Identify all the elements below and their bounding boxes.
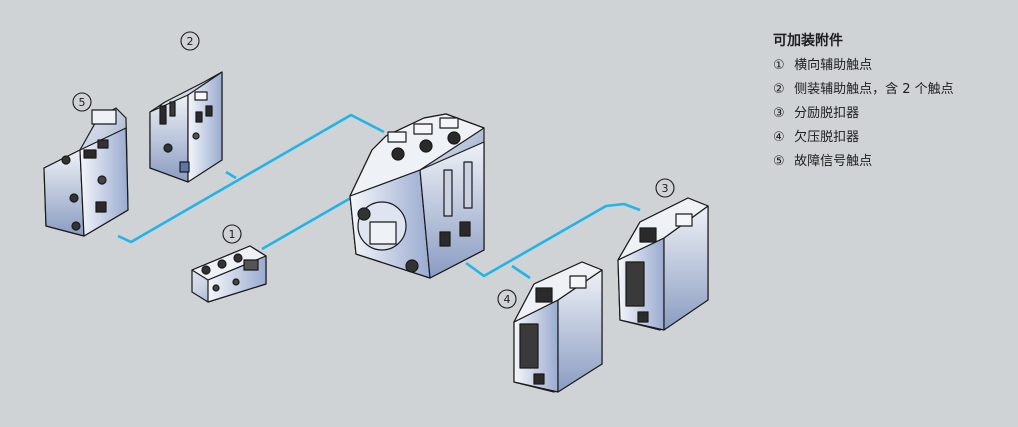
callout-1-label: 1 <box>229 228 236 241</box>
connector-line-3-4 <box>465 202 641 278</box>
legend-item-label: 故障信号触点 <box>794 154 873 169</box>
legend: 可加装附件 ① 横向辅助触点 ② 侧装辅助触点，含 2 个触点 ③ 分励脱扣器 … <box>773 30 954 174</box>
legend-item-number: ① <box>773 58 785 73</box>
undervoltage-release-device <box>513 261 603 393</box>
legend-item-number: ③ <box>773 106 785 121</box>
legend-title: 可加装附件 <box>773 33 843 49</box>
legend-item: ② 侧装辅助触点，含 2 个触点 <box>773 78 954 102</box>
callout-1: 1 <box>222 224 242 244</box>
shunt-trip-device <box>617 197 709 331</box>
callout-4-label: 4 <box>504 293 511 306</box>
legend-item: ① 横向辅助触点 <box>773 54 954 78</box>
legend-item-number: ② <box>773 82 785 97</box>
callout-3-label: 3 <box>662 182 669 195</box>
connector-line-2-5 <box>117 113 385 244</box>
legend-item-number: ④ <box>773 130 785 145</box>
callout-4: 4 <box>497 289 517 309</box>
legend-item-label: 横向辅助触点 <box>794 58 873 73</box>
connector-line-4-branch <box>511 264 531 280</box>
connector-line-2-branch <box>225 170 237 180</box>
legend-item-label: 侧装辅助触点，含 2 个触点 <box>794 82 954 97</box>
legend-item: ⑤ 故障信号触点 <box>773 150 954 174</box>
legend-item: ③ 分励脱扣器 <box>773 102 954 126</box>
callout-5: 5 <box>72 92 92 112</box>
fault-signal-contact-device <box>43 107 129 237</box>
callout-5-label: 5 <box>79 96 86 109</box>
motor-protection-circuit-breaker <box>349 113 485 279</box>
callout-2-label: 2 <box>187 35 194 48</box>
legend-item: ④ 欠压脱扣器 <box>773 126 954 150</box>
legend-item-label: 分励脱扣器 <box>794 106 860 121</box>
callout-2: 2 <box>180 31 200 51</box>
legend-item-label: 欠压脱扣器 <box>794 130 860 145</box>
legend-item-number: ⑤ <box>773 154 785 169</box>
side-auxiliary-contact-device <box>149 71 223 183</box>
callout-3: 3 <box>655 178 675 198</box>
connector-lines <box>117 113 641 280</box>
callouts: 2 5 1 3 4 <box>72 31 675 309</box>
transverse-auxiliary-contact-device <box>191 245 267 303</box>
